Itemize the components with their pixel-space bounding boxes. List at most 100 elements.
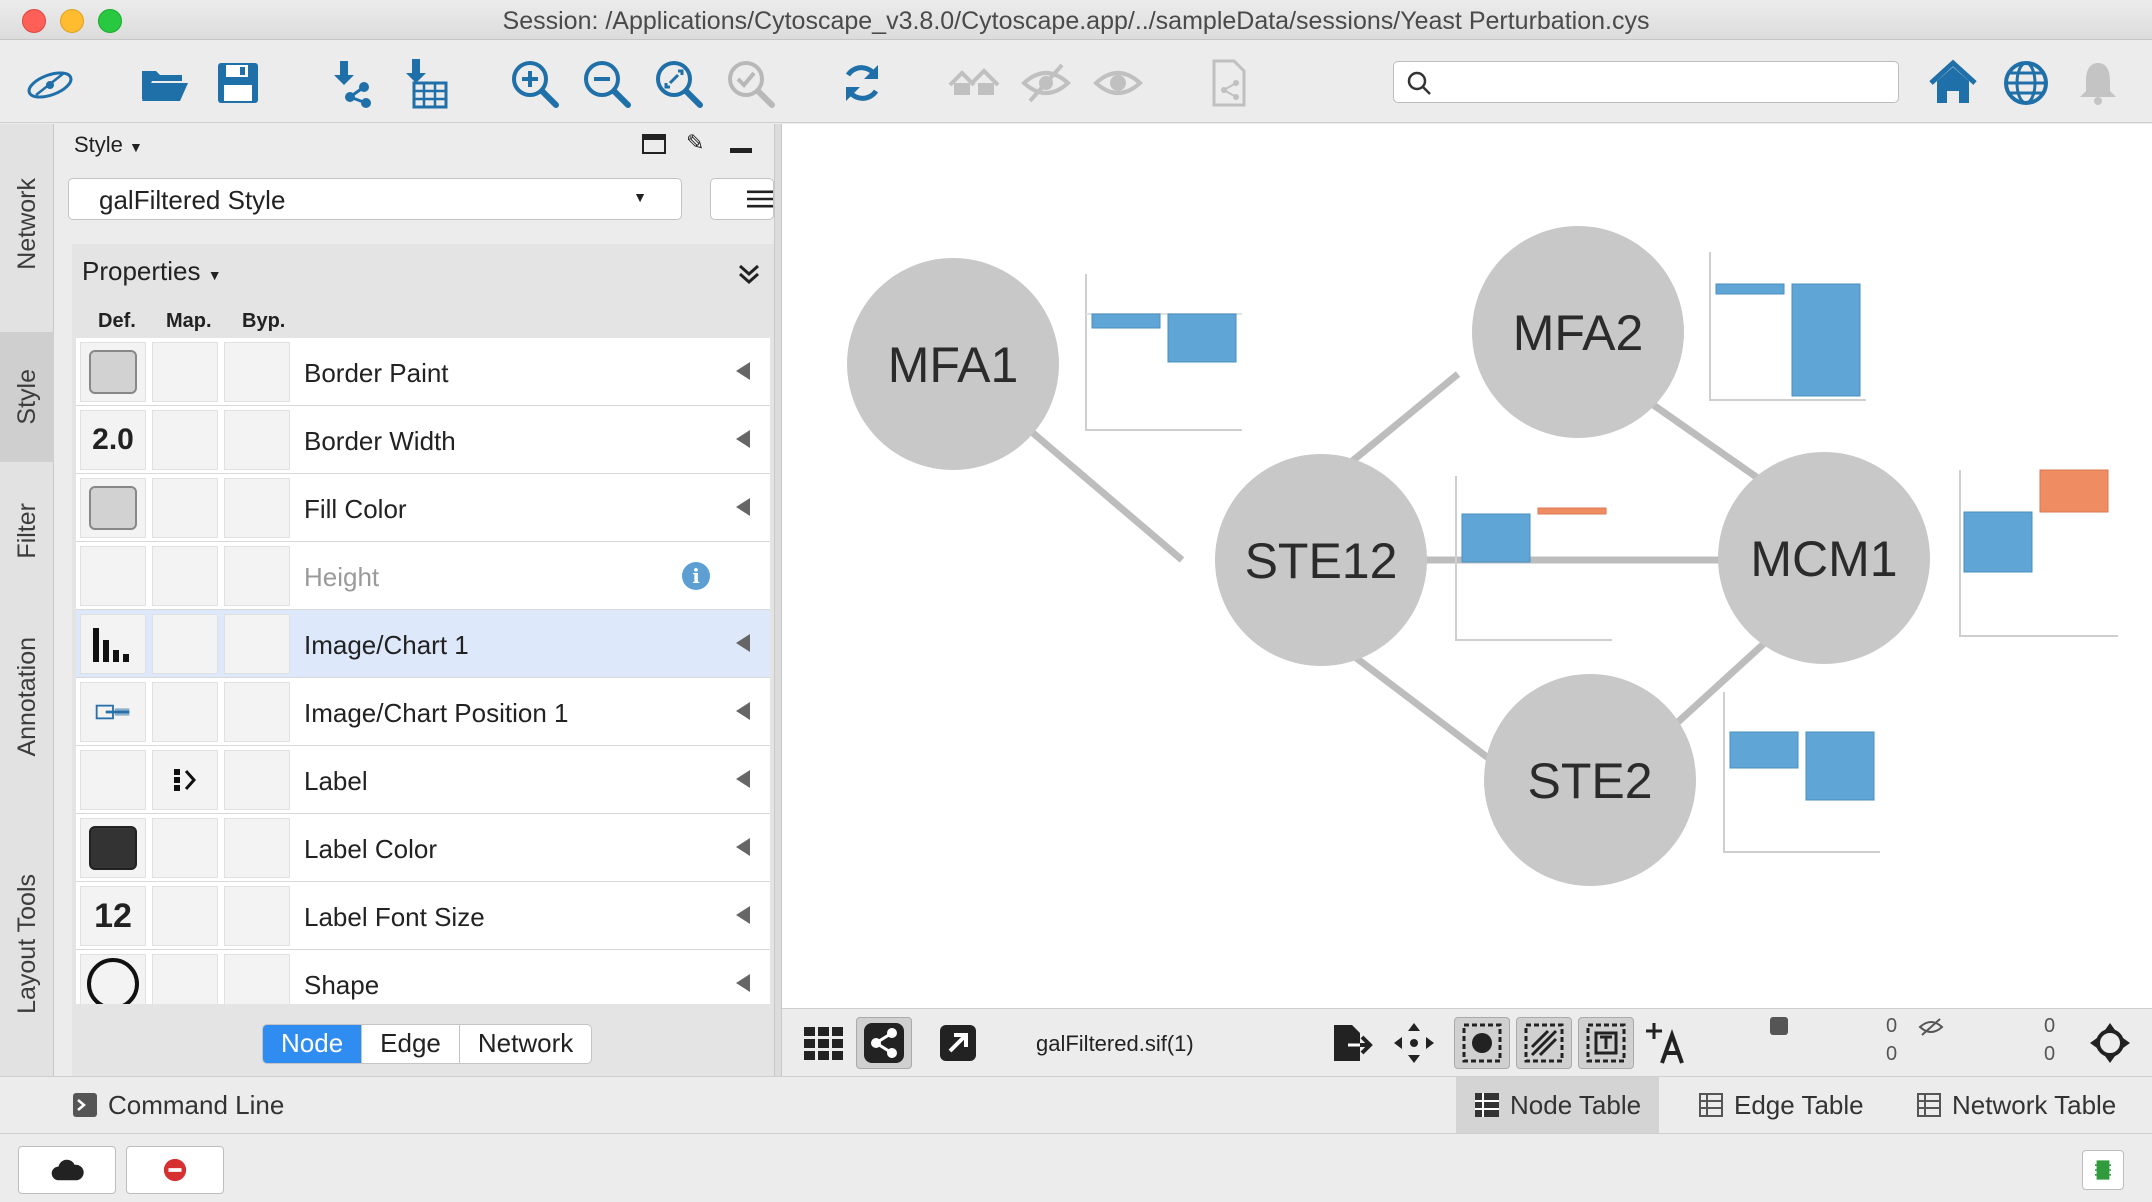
default-cell[interactable] (80, 682, 146, 742)
tab-style[interactable]: Style (0, 332, 54, 462)
default-cell[interactable]: 12 (80, 886, 146, 946)
pin-icon[interactable]: ✎ (686, 130, 705, 155)
mapping-cell[interactable] (152, 342, 218, 402)
bypass-cell[interactable] (224, 750, 290, 810)
expand-arrow-icon[interactable] (736, 838, 750, 856)
node-mfa2[interactable]: MFA2 (1472, 226, 1684, 438)
property-row-label-color[interactable]: Label Color (76, 814, 770, 882)
expand-arrow-icon[interactable] (736, 770, 750, 788)
minimize-window-button[interactable] (60, 9, 84, 33)
property-row-image-chart-position-1[interactable]: Image/Chart Position 1 (76, 678, 770, 746)
bypass-cell[interactable] (224, 886, 290, 946)
mapping-cell[interactable] (152, 614, 218, 674)
mapping-cell[interactable] (152, 478, 218, 538)
property-row-image-chart-1[interactable]: Image/Chart 1 (76, 610, 770, 678)
globe-icon[interactable] (1998, 55, 2054, 111)
bell-icon[interactable] (2070, 55, 2126, 111)
property-row-shape[interactable]: Shape (76, 950, 770, 1004)
maximize-window-button[interactable] (98, 9, 122, 33)
node-mcm1[interactable]: MCM1 (1718, 452, 1930, 664)
zoom-in-icon[interactable] (506, 55, 562, 111)
node-ste2[interactable]: STE2 (1484, 674, 1696, 886)
expand-arrow-icon[interactable] (736, 702, 750, 720)
property-row-border-paint[interactable]: Border Paint (76, 338, 770, 406)
default-cell[interactable] (80, 954, 146, 1004)
search-box[interactable] (1393, 61, 1899, 103)
expand-arrow-icon[interactable] (736, 974, 750, 992)
properties-header[interactable]: Properties ▼ (82, 256, 222, 287)
network-view[interactable]: MFA1 MFA2 STE12 MCM1 STE2 (782, 124, 2152, 1008)
bypass-cell[interactable] (224, 818, 290, 878)
navigator-button[interactable] (2082, 1017, 2138, 1069)
collapse-all-icon[interactable] (736, 260, 762, 286)
select-annotations-button[interactable] (1578, 1017, 1634, 1069)
zoom-selected-icon[interactable] (722, 55, 778, 111)
command-line-tab[interactable]: Command Line (54, 1077, 302, 1133)
property-row-border-width[interactable]: 2.0 Border Width (76, 406, 770, 474)
select-nodes-button[interactable] (1454, 1017, 1510, 1069)
tab-node[interactable]: Node (263, 1025, 363, 1063)
label-selection-button[interactable] (1638, 1017, 1694, 1069)
tab-edge[interactable]: Edge (362, 1025, 460, 1063)
export-image-button[interactable] (1324, 1017, 1380, 1069)
refresh-icon[interactable] (834, 55, 890, 111)
zoom-fit-icon[interactable] (650, 55, 706, 111)
tab-network[interactable]: Network (0, 134, 54, 314)
save-icon[interactable] (210, 55, 266, 111)
bypass-cell[interactable] (224, 954, 290, 1004)
property-row-height[interactable]: Height i (76, 542, 770, 610)
edge-table-tab[interactable]: Edge Table (1680, 1077, 1882, 1133)
tab-annotation[interactable]: Annotation (0, 602, 54, 792)
tab-layout-tools[interactable]: Layout Tools (0, 844, 54, 1044)
bypass-cell[interactable] (224, 342, 290, 402)
panel-splitter[interactable] (774, 124, 782, 1076)
info-icon[interactable]: i (682, 562, 710, 590)
default-cell[interactable] (80, 818, 146, 878)
bypass-cell[interactable] (224, 410, 290, 470)
bypass-cell[interactable] (224, 614, 290, 674)
home-icon[interactable] (1925, 55, 1981, 111)
property-row-label-font-size[interactable]: 12 Label Font Size (76, 882, 770, 950)
expand-arrow-icon[interactable] (736, 430, 750, 448)
tab-network[interactable]: Network (477, 1028, 574, 1058)
default-cell[interactable] (80, 750, 146, 810)
expand-arrow-icon[interactable] (736, 906, 750, 924)
search-input[interactable] (1442, 66, 1882, 98)
expand-arrow-icon[interactable] (736, 362, 750, 380)
default-cell[interactable]: 2.0 (80, 410, 146, 470)
property-row-fill-color[interactable]: Fill Color (76, 474, 770, 542)
network-view-button[interactable] (856, 1017, 912, 1069)
default-cell[interactable] (80, 342, 146, 402)
panel-header[interactable]: Style ▼ (74, 132, 143, 158)
close-window-button[interactable] (22, 9, 46, 33)
zoom-out-icon[interactable] (578, 55, 634, 111)
import-network-icon[interactable] (324, 55, 380, 111)
style-options-button[interactable] (710, 178, 774, 220)
mapping-cell[interactable] (152, 954, 218, 1004)
memory-status-button[interactable] (2082, 1150, 2124, 1190)
cytoscape-logo-icon[interactable] (22, 55, 78, 111)
node-table-tab[interactable]: Node Table (1456, 1077, 1660, 1133)
expand-arrow-icon[interactable] (736, 498, 750, 516)
grid-view-button[interactable] (796, 1017, 852, 1069)
mapping-cell[interactable] (152, 750, 218, 810)
mapping-cell[interactable] (152, 682, 218, 742)
cloud-button[interactable] (18, 1146, 116, 1194)
network-canvas[interactable]: MFA1 MFA2 STE12 MCM1 STE2 (782, 124, 2152, 1008)
mapping-cell[interactable] (152, 410, 218, 470)
import-table-icon[interactable] (398, 55, 454, 111)
minimize-panel-icon[interactable] (730, 148, 752, 153)
pan-button[interactable] (1386, 1017, 1442, 1069)
detach-view-button[interactable] (930, 1017, 986, 1069)
select-edges-button[interactable] (1516, 1017, 1572, 1069)
default-cell[interactable] (80, 478, 146, 538)
expand-arrow-icon[interactable] (736, 634, 750, 652)
network-table-tab[interactable]: Network Table (1898, 1077, 2134, 1133)
bypass-cell[interactable] (224, 478, 290, 538)
bypass-cell[interactable] (224, 682, 290, 742)
style-selector[interactable]: galFiltered Style ▼ (68, 178, 682, 220)
float-panel-icon[interactable] (642, 134, 666, 154)
node-ste12[interactable]: STE12 (1215, 454, 1427, 666)
show-selected-checkbox[interactable] (1770, 1017, 1788, 1035)
property-row-label[interactable]: Label (76, 746, 770, 814)
